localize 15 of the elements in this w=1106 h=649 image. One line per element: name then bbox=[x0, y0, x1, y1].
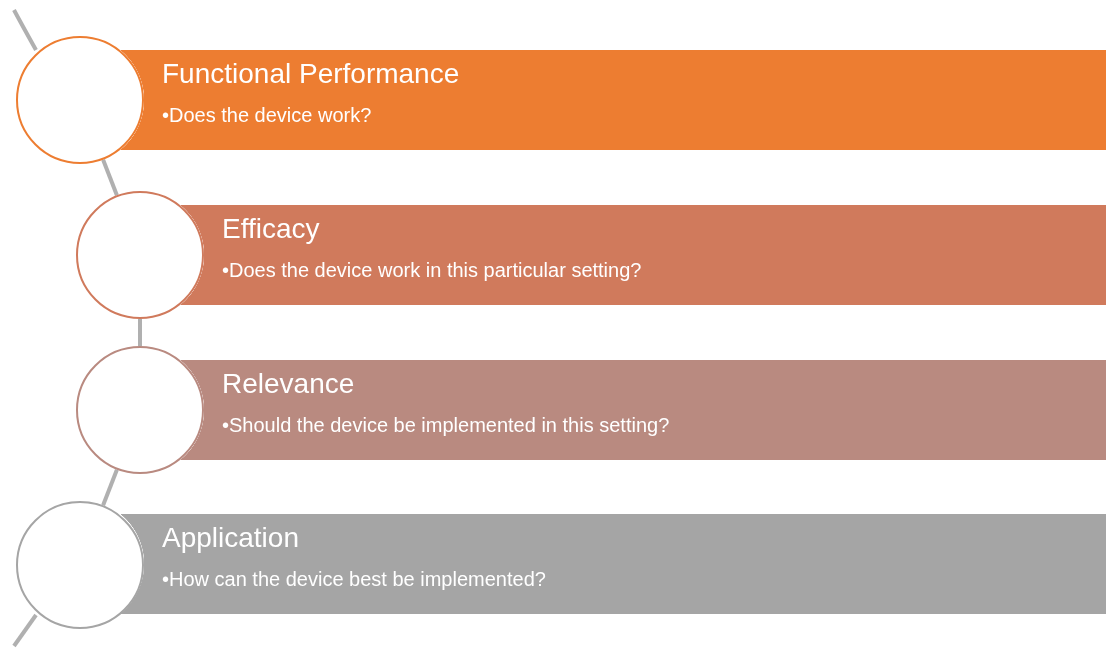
step-heading: Application bbox=[162, 521, 300, 555]
step-band bbox=[180, 205, 1106, 305]
step-band bbox=[120, 50, 1106, 150]
connector-line bbox=[138, 319, 142, 346]
connector-line bbox=[101, 158, 119, 197]
step-band bbox=[180, 360, 1106, 460]
connector-line bbox=[101, 468, 119, 507]
step-heading: Relevance bbox=[222, 367, 356, 401]
step-heading: Efficacy bbox=[222, 212, 321, 246]
step-question: •Does the device work? bbox=[162, 103, 373, 128]
step-question: •How can the device best be implemented? bbox=[162, 567, 547, 592]
step-heading: Functional Performance bbox=[162, 57, 461, 91]
step-question: •Should the device be implemented in this setting? bbox=[222, 413, 671, 438]
step-question: •Does the device work in this particular setting? bbox=[222, 258, 643, 283]
step-band bbox=[120, 514, 1106, 614]
